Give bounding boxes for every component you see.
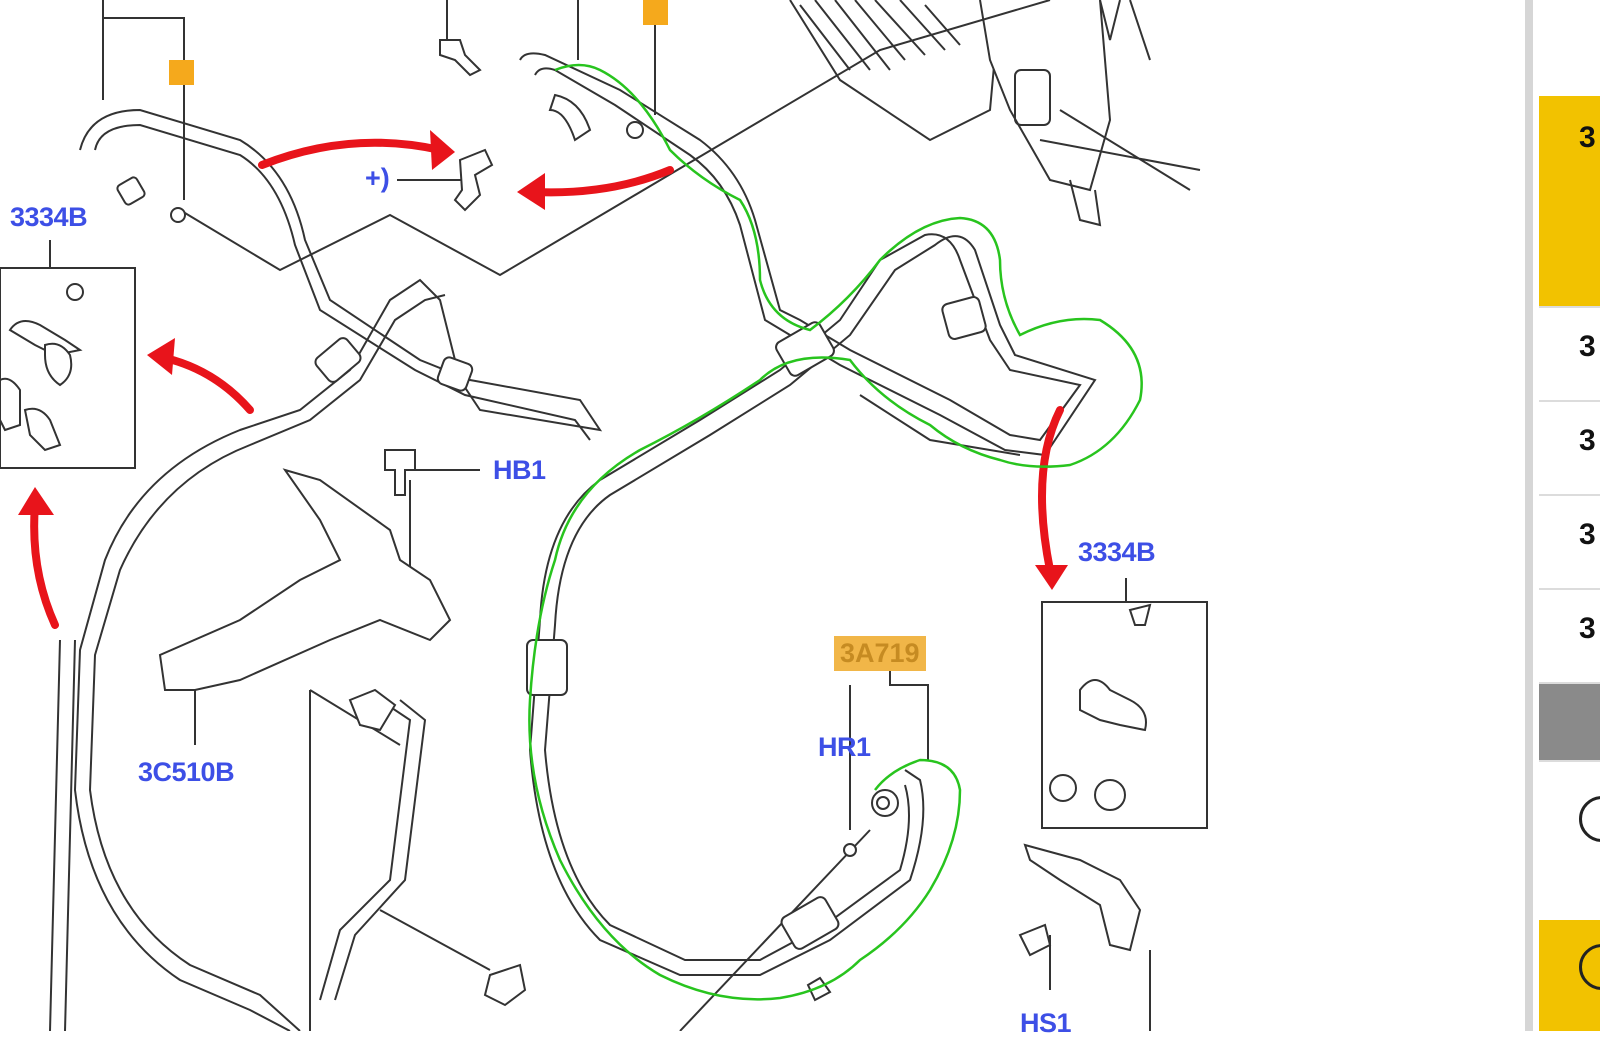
callout-3334b-left[interactable]: 3334B bbox=[10, 202, 88, 232]
callout-3a719[interactable]: 3A719 bbox=[834, 636, 926, 671]
callout-hr1[interactable]: HR1 bbox=[818, 732, 871, 762]
callout-3334b-right[interactable]: 3334B bbox=[1078, 537, 1156, 567]
callout-hb1[interactable]: HB1 bbox=[493, 455, 546, 485]
callout-plus: +) bbox=[365, 163, 390, 193]
leader-lines bbox=[49, 0, 1151, 1031]
side-panel: 3 3 3 3 3 bbox=[1525, 0, 1600, 1031]
parts-diagram bbox=[0, 0, 1208, 1031]
side-row-2[interactable]: 3 bbox=[1539, 308, 1600, 402]
side-row-icon[interactable] bbox=[1539, 770, 1600, 910]
circle-icon-bottom[interactable] bbox=[1579, 944, 1600, 990]
small-clip-detail bbox=[0, 283, 84, 452]
side-row-5-label: 3 bbox=[1579, 612, 1596, 645]
detail-box-left bbox=[0, 267, 136, 469]
detail-box-right bbox=[1041, 601, 1208, 829]
hose-fittings bbox=[116, 176, 987, 950]
red-arrowheads bbox=[18, 130, 1068, 590]
side-row-gray[interactable] bbox=[1539, 684, 1600, 762]
callout-3c510b[interactable]: 3C510B bbox=[138, 757, 235, 787]
side-row-3[interactable]: 3 bbox=[1539, 402, 1600, 496]
red-arrows bbox=[30, 138, 1064, 629]
side-panel-border bbox=[1525, 0, 1533, 1031]
small-parts bbox=[158, 39, 1152, 1007]
side-row-5[interactable]: 3 bbox=[1539, 590, 1600, 684]
circle-icon[interactable] bbox=[1579, 796, 1600, 842]
orange-marker-top[interactable] bbox=[643, 0, 668, 25]
side-row-1[interactable]: 3 bbox=[1539, 96, 1600, 308]
side-row-3-label: 3 bbox=[1579, 424, 1596, 457]
side-row-2-label: 3 bbox=[1579, 330, 1596, 363]
orange-marker-left[interactable] bbox=[169, 60, 194, 85]
hose-lines bbox=[49, 52, 1097, 1031]
side-row-yellow-bottom[interactable] bbox=[1539, 920, 1600, 1031]
side-row-4[interactable]: 3 bbox=[1539, 496, 1600, 590]
side-row-1-label: 3 bbox=[1579, 121, 1596, 154]
side-row-4-label: 3 bbox=[1579, 518, 1596, 551]
steering-rack bbox=[789, 0, 1201, 227]
callout-hs1[interactable]: HS1 bbox=[1020, 1008, 1072, 1038]
green-annotation-outline bbox=[528, 63, 1143, 1001]
